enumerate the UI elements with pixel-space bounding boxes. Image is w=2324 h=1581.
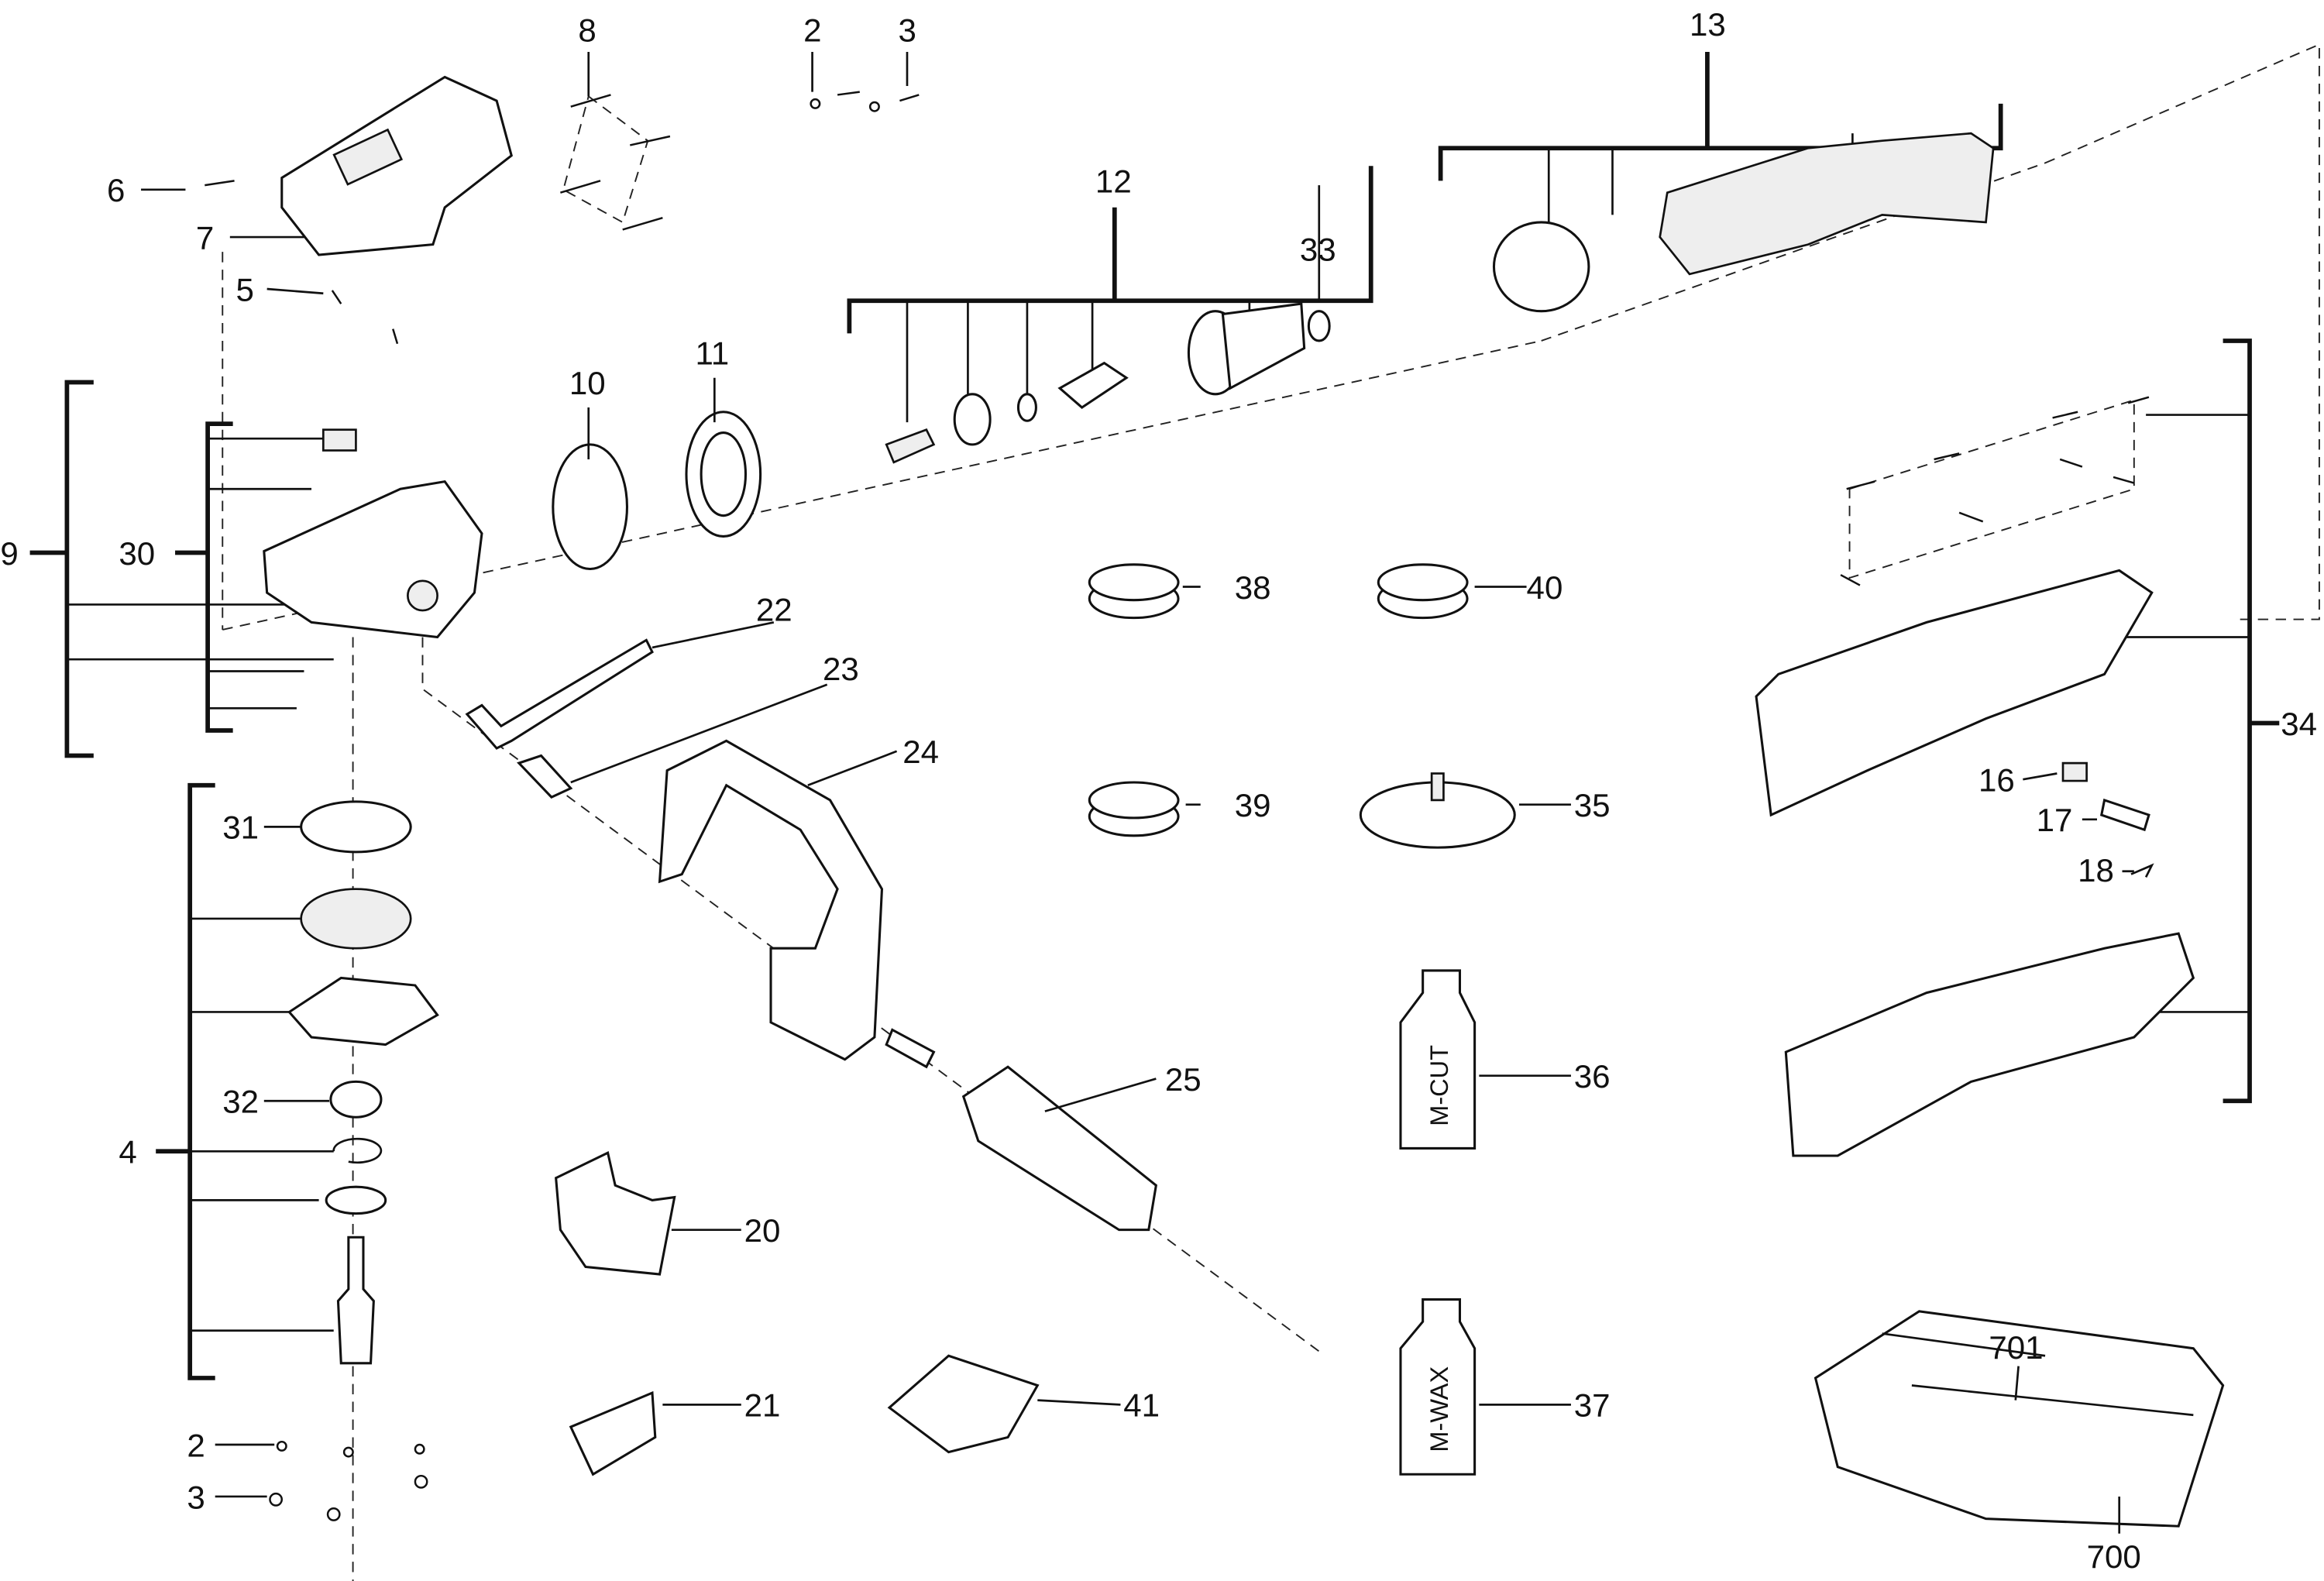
callout-10: 10 [569,365,606,401]
callout-24: 24 [902,734,939,770]
callout-13: 13 [1690,6,1726,43]
cloth-21 [569,1390,657,1476]
gear-flange [287,976,439,1047]
callout-3: 3 [899,12,916,49]
circlip [332,1137,383,1164]
guard-cover-7 [280,75,514,256]
callout-22: 22 [756,591,792,627]
spindle [336,1236,375,1365]
gear-housing-30 [263,428,483,639]
callout-9: 9 [0,535,18,572]
housing-assembled [1784,932,2195,1157]
washer [325,1185,387,1215]
handle-24 [658,739,884,1061]
callout-11: 11 [695,335,729,372]
callout-2-bottom: 2 [187,1427,205,1463]
bolt [885,1028,936,1069]
bearing [953,393,992,446]
bracket-12 [847,166,1373,334]
bracket-34 [2223,339,2280,1104]
callout-17: 17 [2037,802,2073,838]
callout-18: 18 [2078,852,2114,888]
bottle-37: M-WAX [1399,1298,1477,1476]
clip-18 [2130,863,2154,878]
callout-37: 37 [1574,1387,1611,1424]
backing-plate-35 [1359,772,1516,849]
bearing-plate [1057,361,1129,409]
callout-20: 20 [744,1212,781,1249]
callout-31: 31 [222,809,259,846]
housing-half-34 [1755,569,2154,817]
callout-33: 33 [1300,232,1336,268]
callout-8: 8 [578,12,596,49]
stator-assembly [1659,132,1995,276]
callout-12: 12 [1095,163,1132,200]
bracket-13 [1438,51,2003,181]
o-ring-31 [300,800,412,854]
callout-6: 6 [107,172,125,208]
retaining-ring [1016,393,1037,422]
spring-16 [2061,761,2088,782]
lock-pin-17 [2099,798,2150,832]
armature [1187,302,1331,396]
pad-38 [1088,563,1180,620]
callout-700: 700 [2087,1538,2141,1575]
callout-30: 30 [119,535,155,572]
motor-housing [1492,221,1590,313]
callout-21: 21 [744,1387,781,1424]
callout-35: 35 [1574,787,1611,823]
seal-11-inner [700,431,748,517]
callout-38: 38 [1235,569,1271,606]
leaders-4 [190,917,334,1332]
screw-frame-34 [1848,399,2135,579]
pinion [885,428,936,464]
bevel-gear [300,888,412,950]
wrench-22 [465,638,654,750]
guard-20 [555,1150,676,1276]
callout-3-bottom: 3 [187,1479,205,1515]
bracket-9 [29,380,94,758]
callout-36: 36 [1574,1058,1611,1095]
callout-40: 40 [1527,569,1563,606]
screw-frame-8 [562,95,649,224]
leaders-30 [67,437,334,710]
bottle-37-label: M-WAX [1425,1366,1453,1452]
pad-40 [1377,563,1469,620]
cloth-41 [887,1354,1040,1454]
callout-25: 25 [1165,1061,1202,1098]
callout-32: 32 [222,1084,259,1120]
callout-4: 4 [119,1134,136,1170]
leaders-34 [2104,414,2250,1013]
bolt-23 [517,754,573,799]
callout-2: 2 [803,12,821,49]
screws [205,91,2150,1521]
leaders [141,51,2134,1534]
bracket-30 [175,421,233,733]
callout-5: 5 [235,271,253,308]
pad-39 [1088,781,1180,837]
leaders-12 [906,185,1321,423]
bottle-36: M-CUT [1399,969,1477,1150]
side-handle-25 [961,1065,1158,1232]
bottle-36-label: M-CUT [1425,1045,1453,1126]
case-700 [1813,1310,2225,1528]
callout-7: 7 [196,219,214,256]
callout-41: 41 [1123,1387,1160,1424]
callout-39: 39 [1235,787,1271,823]
callout-16: 16 [1978,761,2015,798]
bracket-4 [156,782,215,1380]
ring-10 [552,443,628,571]
callout-23: 23 [823,651,859,687]
bearing-32 [329,1080,383,1119]
callout-34: 34 [2281,706,2317,742]
callout-701: 701 [1989,1329,2043,1366]
